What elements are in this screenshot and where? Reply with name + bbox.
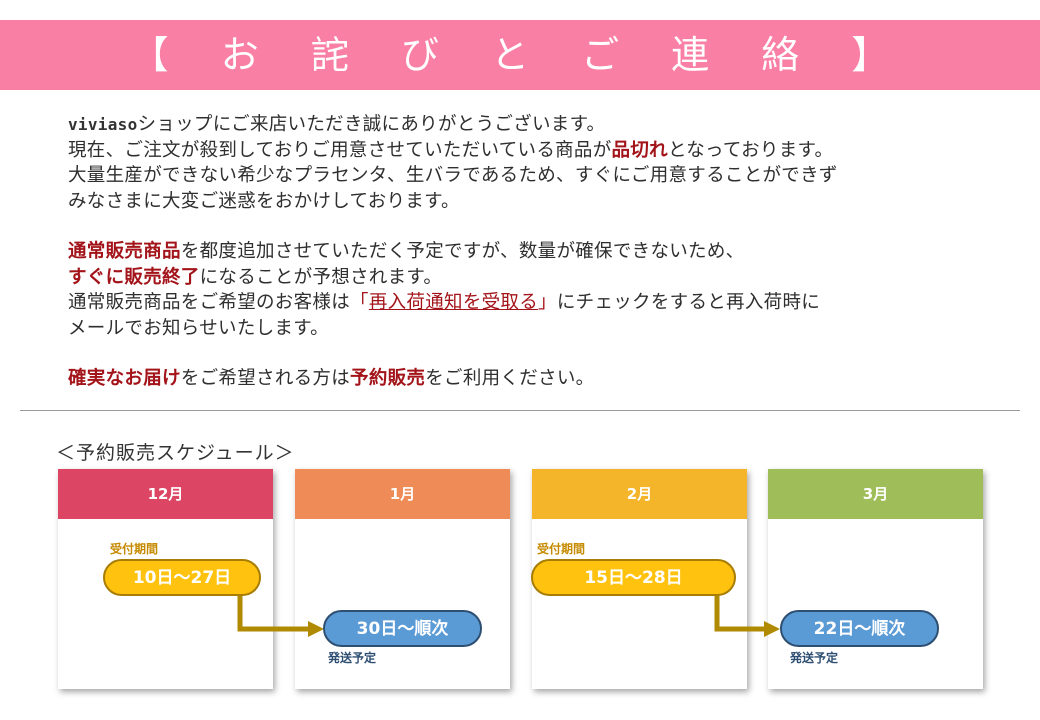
shipping-date-pill: 22日～順次: [780, 610, 939, 647]
intro-text-span: となっております。: [667, 139, 834, 161]
arrow-line-2: [714, 594, 768, 632]
page-header: 【 お 詫 び と ご 連 絡 】: [0, 20, 1040, 90]
month-card-march: 3月: [768, 469, 983, 689]
month-header: 1月: [295, 469, 510, 519]
intro-line: 確実なお届けをご希望される方は予約販売をご利用ください。: [68, 366, 1008, 392]
month-card-january: 1月: [295, 469, 510, 689]
reception-period-pill: 10日～27日: [103, 559, 261, 596]
intro-line: みなさまに大変ご迷惑をおかけしております。: [68, 190, 460, 212]
schedule-title: ＜予約販売スケジュール＞: [56, 442, 295, 464]
intro-text-span: をご希望される方は: [180, 368, 351, 389]
reception-period-label: 受付期間: [110, 542, 159, 556]
shipping-date-pill: 30日～順次: [323, 610, 482, 647]
intro-text-span: を都度追加させていただく予定ですが、数量が確保できないため、: [180, 241, 745, 262]
regular-sale-emphasis: 通常販売商品: [68, 241, 181, 262]
intro-line: メールでお知らせいたします。: [68, 317, 329, 339]
intro-text-span: になることが予想されます。: [199, 266, 443, 288]
pre-order-emphasis: 予約販売: [350, 368, 426, 389]
restock-notify-link[interactable]: 再入荷通知を受取る: [368, 292, 539, 313]
intro-line: 現在、ご注文が殺到しておりご用意させていただいている商品が品切れとなっております…: [68, 138, 1008, 164]
intro-text-span: ショップにご来店いただき誠にありがとうございます。: [137, 114, 606, 135]
month-header: 3月: [768, 469, 983, 519]
reception-period-pill: 15日～28日: [531, 559, 736, 596]
intro-text: viviasoショップにご来店いただき誠にありがとうございます。 現在、ご注文が…: [68, 112, 1008, 392]
bracket: 「: [350, 292, 369, 313]
intro-line: 通常販売商品を都度追加させていただく予定ですが、数量が確保できないため、: [68, 239, 1008, 265]
intro-text-span: をご利用ください。: [425, 368, 595, 389]
brand-name: viviaso: [68, 115, 138, 134]
sold-out-emphasis: 品切れ: [611, 139, 668, 161]
section-divider: [20, 410, 1020, 411]
intro-line: viviasoショップにご来店いただき誠にありがとうございます。: [68, 112, 1008, 138]
arrow-head-1: [308, 621, 324, 637]
intro-text-span: 通常販売商品をご希望のお客様は: [68, 292, 351, 313]
reception-period-label: 受付期間: [537, 542, 586, 556]
bracket: 」: [538, 292, 557, 313]
month-header: 2月: [532, 469, 747, 519]
sure-delivery-emphasis: 確実なお届け: [68, 368, 181, 389]
arrow-line-1: [237, 594, 312, 632]
shipping-schedule-label: 発送予定: [328, 651, 377, 665]
intro-line: すぐに販売終了になることが予想されます。: [68, 265, 1008, 291]
intro-line: 通常販売商品をご希望のお客様は「再入荷通知を受取る」にチェックをすると再入荷時に: [68, 290, 1008, 316]
intro-line: 大量生産ができない希少なプラセンタ、生バラであるため、すぐにご用意することができ…: [68, 165, 838, 186]
month-header: 12月: [58, 469, 273, 519]
sale-end-emphasis: すぐに販売終了: [68, 266, 200, 288]
intro-text-span: 現在、ご注文が殺到しておりご用意させていただいている商品が: [68, 139, 612, 161]
intro-text-span: にチェックをすると再入荷時に: [556, 292, 821, 313]
arrow-head-2: [764, 621, 780, 637]
shipping-schedule-label: 発送予定: [790, 651, 839, 665]
page-title: 【 お 詫 び と ご 連 絡 】: [130, 33, 910, 77]
